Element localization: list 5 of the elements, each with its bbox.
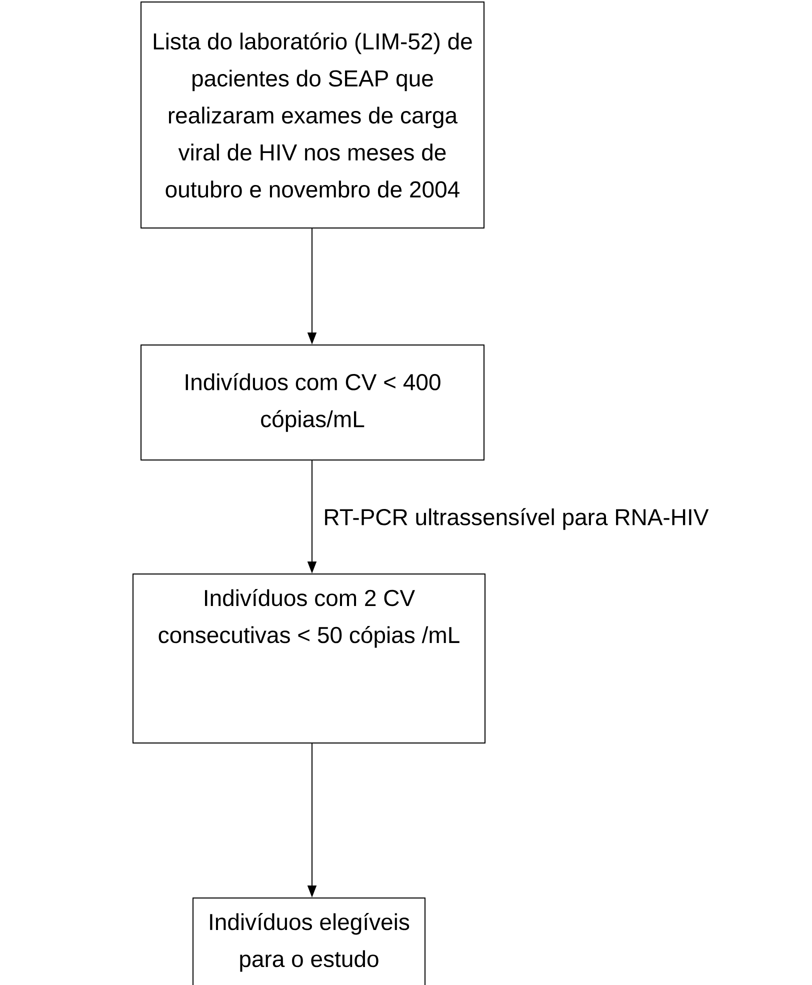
- process-box: Indivíduos elegíveis para o estudo: [192, 898, 426, 985]
- edge-label: RT-PCR ultrassensível para RNA-HIV: [325, 508, 709, 530]
- process-box: Lista do laboratório (LIM-52) de pacientes do SEAP que realizaram exames de carga viral de HIV nos meses de outubro e novembro de 2004: [140, 2, 484, 228]
- process-box: Indivíduos com CV < 400 cópias/mL: [140, 344, 484, 460]
- process-box: Indivíduos com 2 CV consecutivas < 50 cópias /mL: [132, 574, 486, 744]
